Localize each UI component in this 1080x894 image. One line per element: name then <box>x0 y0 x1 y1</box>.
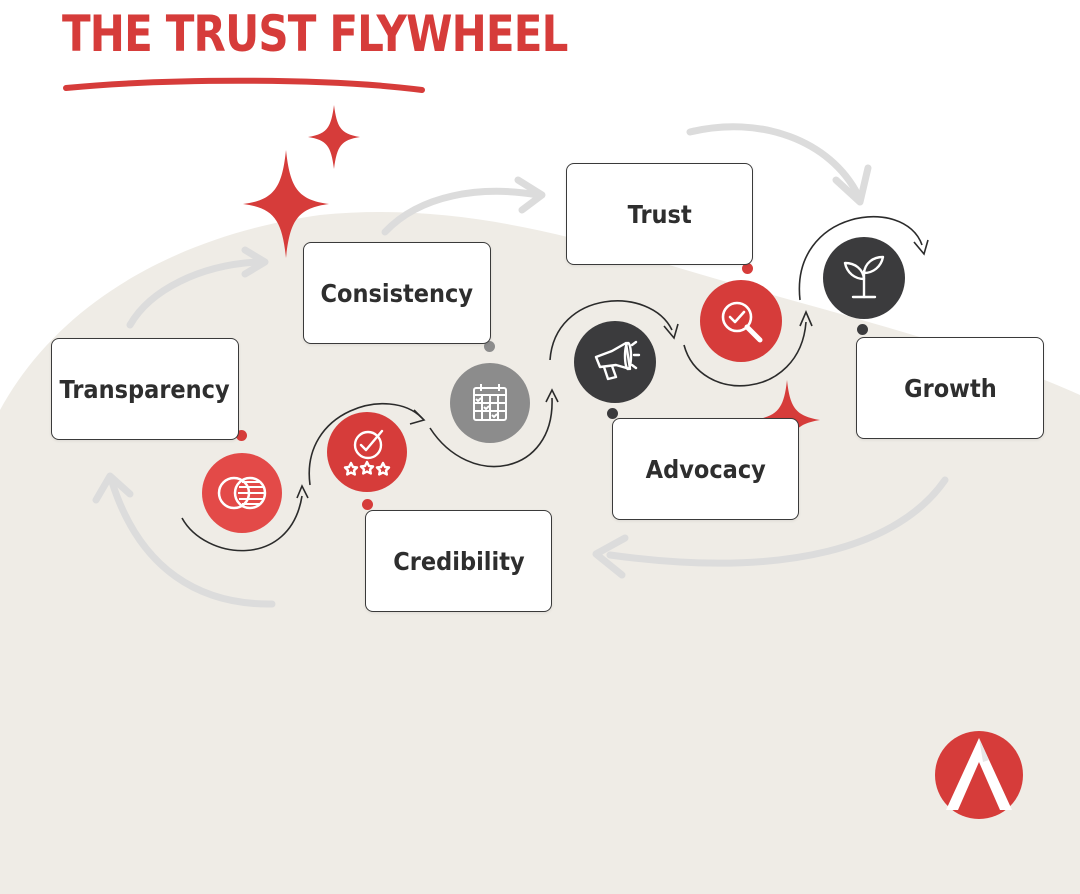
stage-box-credibility: Credibility <box>365 510 552 612</box>
venn-circles-icon <box>202 453 282 533</box>
stage-label: Transparency <box>59 374 231 404</box>
stage-box-advocacy: Advocacy <box>612 418 799 520</box>
connector-dot <box>362 499 373 510</box>
sparkle-large-icon <box>243 150 329 258</box>
stage-box-growth: Growth <box>856 337 1044 439</box>
connector-dot <box>236 430 247 441</box>
stage-label: Growth <box>903 373 997 403</box>
connector-dot <box>857 324 868 335</box>
stage-box-consistency: Consistency <box>303 242 491 344</box>
large-cycle-arrows <box>92 123 949 608</box>
connector-dot <box>607 408 618 419</box>
checkmark-stars-icon <box>327 412 407 492</box>
brand-logo <box>935 731 1023 819</box>
stage-label: Credibility <box>392 546 525 576</box>
stage-box-trust: Trust <box>566 163 753 265</box>
stage-label: Advocacy <box>645 454 766 484</box>
sparkle-small-icon <box>308 105 360 169</box>
flow-arcs <box>181 215 929 552</box>
magnifier-check-icon <box>700 280 782 362</box>
stage-label: Consistency <box>320 278 474 308</box>
calendar-icon <box>450 363 530 443</box>
stage-box-transparency: Transparency <box>51 338 239 440</box>
connector-dot <box>484 341 495 352</box>
title-underline <box>63 77 425 93</box>
megaphone-icon <box>574 321 656 403</box>
sprout-icon <box>823 237 905 319</box>
connector-dot <box>742 263 753 274</box>
page-title: THE TRUST FLYWHEEL <box>62 5 568 63</box>
stage-label: Trust <box>627 199 692 229</box>
